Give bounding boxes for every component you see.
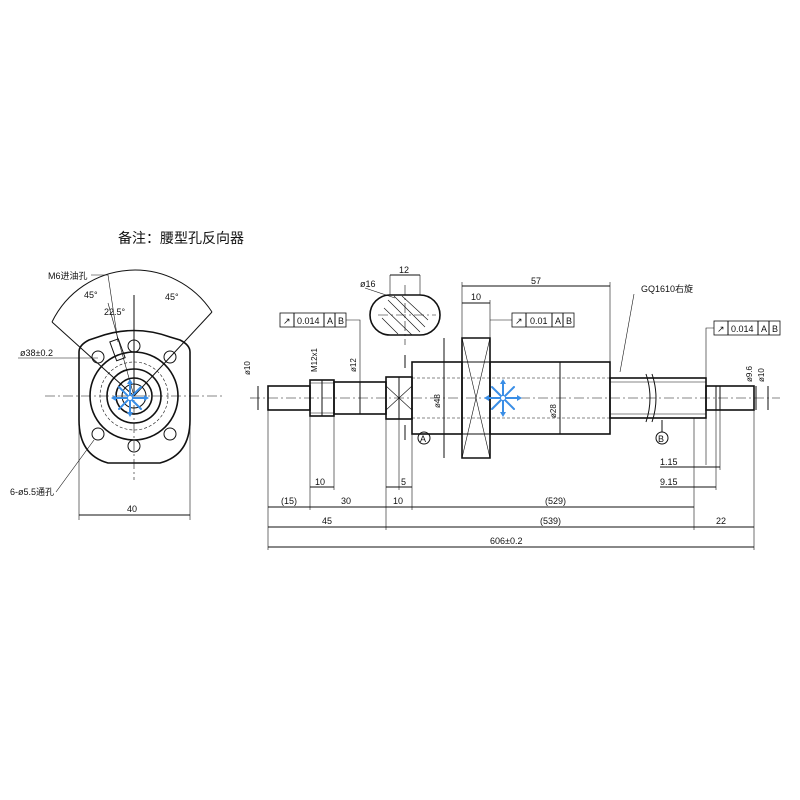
angle-right-label: 45° xyxy=(165,292,179,302)
dim-left-d10: ø10 xyxy=(243,361,252,375)
tolerance-frame-right: ↗ 0.014 A B xyxy=(713,320,781,336)
dim-45: 45 xyxy=(322,516,332,526)
dim-22: 22 xyxy=(716,516,726,526)
dim-115: 1.15 xyxy=(660,457,678,467)
flange-end-view: M6进油孔 45° 45° 22.5° ø38±0.2 6-ø5.5通孔 40 xyxy=(10,269,225,520)
angle-small-label: 22.5° xyxy=(104,307,126,317)
move-handle-icon[interactable] xyxy=(484,379,522,417)
dim-15: (15) xyxy=(281,496,297,506)
dim-30: 30 xyxy=(341,496,351,506)
drawing-note: 备注：腰型孔反向器 xyxy=(118,231,244,247)
dim-d12: ø12 xyxy=(349,358,358,372)
tolerance-frame-left: ↗ 0.014 A B xyxy=(279,312,347,328)
dim-10b: 10 xyxy=(393,496,403,506)
tf-left-symbol: ↗ xyxy=(283,316,291,326)
section-view: ø16 12 xyxy=(360,265,441,368)
datum-a: A xyxy=(420,434,426,444)
section-width-label: 12 xyxy=(399,265,409,275)
dim-539: (539) xyxy=(540,516,561,526)
tf-mid-symbol: ↗ xyxy=(515,316,523,326)
tf-mid-datum2: B xyxy=(566,316,572,326)
tf-left-datum2: B xyxy=(338,316,344,326)
dim-57: 57 xyxy=(531,276,541,286)
dim-5: 5 xyxy=(401,477,406,487)
dim-915: 9.15 xyxy=(660,477,678,487)
pcd-label: ø38±0.2 xyxy=(20,348,53,358)
tf-mid-datum1: A xyxy=(555,316,561,326)
tf-right-datum1: A xyxy=(761,324,767,334)
tf-right-datum2: B xyxy=(772,324,778,334)
dim-606: 606±0.2 xyxy=(490,536,522,546)
screw-label: GQ1610右旋 xyxy=(641,283,693,294)
flange-width-label: 40 xyxy=(127,504,137,514)
oil-hole-label: M6进油孔 xyxy=(48,270,88,281)
dim-m12: M12x1 xyxy=(310,347,319,372)
tolerance-frame-middle: ↗ 0.01 A B xyxy=(511,312,575,328)
angle-left-label: 45° xyxy=(84,290,98,300)
dim-10-len: 10 xyxy=(315,477,325,487)
dim-right-d10: ø10 xyxy=(757,368,766,382)
dim-d48: ø48 xyxy=(433,394,442,408)
datum-b: B xyxy=(658,434,664,444)
dim-10-top: 10 xyxy=(471,292,481,302)
dim-529: (529) xyxy=(545,496,566,506)
dim-d28: ø28 xyxy=(549,404,558,418)
tf-left-datum1: A xyxy=(327,316,333,326)
move-handle-icon[interactable] xyxy=(111,379,149,417)
tf-right-value: 0.014 xyxy=(731,324,754,334)
section-dia-label: ø16 xyxy=(360,279,376,289)
tf-mid-value: 0.01 xyxy=(530,316,548,326)
tf-right-symbol: ↗ xyxy=(717,324,725,334)
dim-d96: ø9.6 xyxy=(745,365,754,382)
holes-label: 6-ø5.5通孔 xyxy=(10,487,54,497)
tf-left-value: 0.014 xyxy=(297,316,320,326)
